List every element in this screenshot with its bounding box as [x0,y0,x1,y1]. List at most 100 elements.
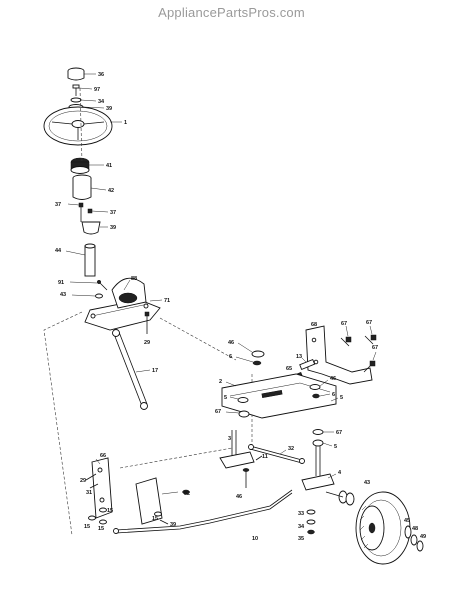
callout-42: 42 [108,188,114,194]
washer-15-d[interactable] [154,511,162,517]
washer-5-right[interactable] [312,439,324,447]
callout-1: 1 [124,120,127,126]
callout-67-c: 67 [372,345,378,351]
washer-15-b[interactable] [99,507,107,513]
front-wheel[interactable] [355,491,411,565]
shaft-44[interactable] [84,243,96,277]
washer-46-top[interactable] [251,350,265,358]
steering-wheel[interactable] [43,106,113,146]
washer-34[interactable] [70,97,82,103]
callout-91: 91 [58,280,64,286]
washer-34-bottom[interactable] [306,519,316,525]
coupling-39[interactable] [81,221,101,235]
callout-34-top: 34 [98,99,105,105]
callout-49: 49 [420,534,426,540]
callout-5-right: 5 [340,395,343,401]
pin-29-top[interactable] [144,311,150,334]
washer-67-left[interactable] [237,397,249,403]
callout-36-top: 36 [98,72,104,78]
bracket-68[interactable] [305,325,373,385]
callout-45: 45 [404,518,410,524]
callout-39-mid: 39 [110,225,116,231]
guide-line-left [43,311,83,536]
nut-6-mid[interactable] [312,393,320,399]
bolt-37-right[interactable] [87,208,93,214]
callout-2: 2 [219,379,222,385]
callout-48: 48 [412,526,418,532]
pitman-bracket-66[interactable] [91,457,113,519]
nut-6-top[interactable] [252,360,262,366]
steering-cap[interactable] [67,67,85,81]
bolt-46-bottom[interactable] [242,468,250,488]
callout-4: 4 [338,470,342,476]
callout-13: 13 [296,354,302,360]
screw-97[interactable] [72,84,80,96]
drag-link-17[interactable] [112,329,148,410]
spacer-13[interactable] [299,358,316,370]
washer-48[interactable] [410,534,418,546]
callout-46-top: 46 [228,340,234,346]
callout-65: 65 [286,366,292,372]
bolt-31[interactable] [89,483,99,489]
callout-71: 71 [164,298,170,304]
washer-33[interactable] [306,509,316,515]
washer-67-right[interactable] [312,429,324,435]
callouts: 36 97 34 39 1 41 42 37 37 39 44 91 88 43… [55,72,426,542]
steering-gearbox[interactable] [84,277,161,331]
spindle-3[interactable] [219,430,255,469]
callout-6-mid: 6 [332,392,335,398]
nut-43-top[interactable] [95,293,103,299]
drag-link-10[interactable] [113,489,293,534]
callout-67-b: 67 [366,320,372,326]
bolt-29-left[interactable] [85,473,97,481]
washer-46-mid[interactable] [309,384,321,390]
callout-5-right-b: 5 [334,444,337,450]
guide-line-mid [159,317,237,361]
cap-45[interactable] [404,525,412,539]
spindle-4[interactable] [301,446,335,491]
nut-35[interactable] [307,529,315,535]
callout-29-top: 29 [144,340,150,346]
callout-34-bottom: 34 [298,524,305,530]
bolt-67-b[interactable] [364,334,377,345]
washer-5-left[interactable] [238,410,250,418]
bolt-11[interactable] [255,455,263,461]
bolt-91[interactable] [96,279,108,291]
callout-5-left-a: 5 [224,395,227,401]
front-axle-2[interactable] [221,373,337,419]
callout-15-b: 15 [107,508,113,514]
callout-11: 11 [262,454,268,460]
guide-line-column [79,87,83,163]
bearing-43[interactable] [325,490,355,506]
callout-15-a: 15 [84,524,90,530]
ring-49[interactable] [416,540,424,552]
callout-39-bottom: 39 [170,522,176,528]
washer-15-c[interactable] [99,519,107,525]
tie-rod-32[interactable] [248,444,305,464]
steering-gear-41[interactable] [70,157,90,174]
callout-46-mid: 46 [330,376,336,382]
callout-82: 82 [184,491,190,497]
callout-17: 17 [152,368,158,374]
callout-10: 10 [252,536,258,542]
bushing-42[interactable] [72,174,92,200]
callout-37-left: 37 [55,202,61,208]
callout-68: 68 [311,322,317,328]
bolt-67-a[interactable] [340,336,352,347]
guide-line-bottom [119,447,233,469]
callout-6-top: 6 [229,354,232,360]
callout-29-left: 29 [80,478,86,484]
callout-41: 41 [106,163,112,169]
pin-39-bottom[interactable] [159,519,169,525]
nut-43-bottom[interactable] [182,489,190,495]
bolt-67-c[interactable] [363,360,376,373]
callout-66: 66 [100,453,106,459]
bolt-37-left[interactable] [78,202,84,222]
callout-31: 31 [86,490,92,496]
callout-33: 33 [298,511,304,517]
washer-15-a[interactable] [88,515,96,521]
watermark: AppliancePartsPros.com [158,5,305,20]
callout-46-bottom: 46 [236,494,242,500]
callout-35: 35 [298,536,304,542]
